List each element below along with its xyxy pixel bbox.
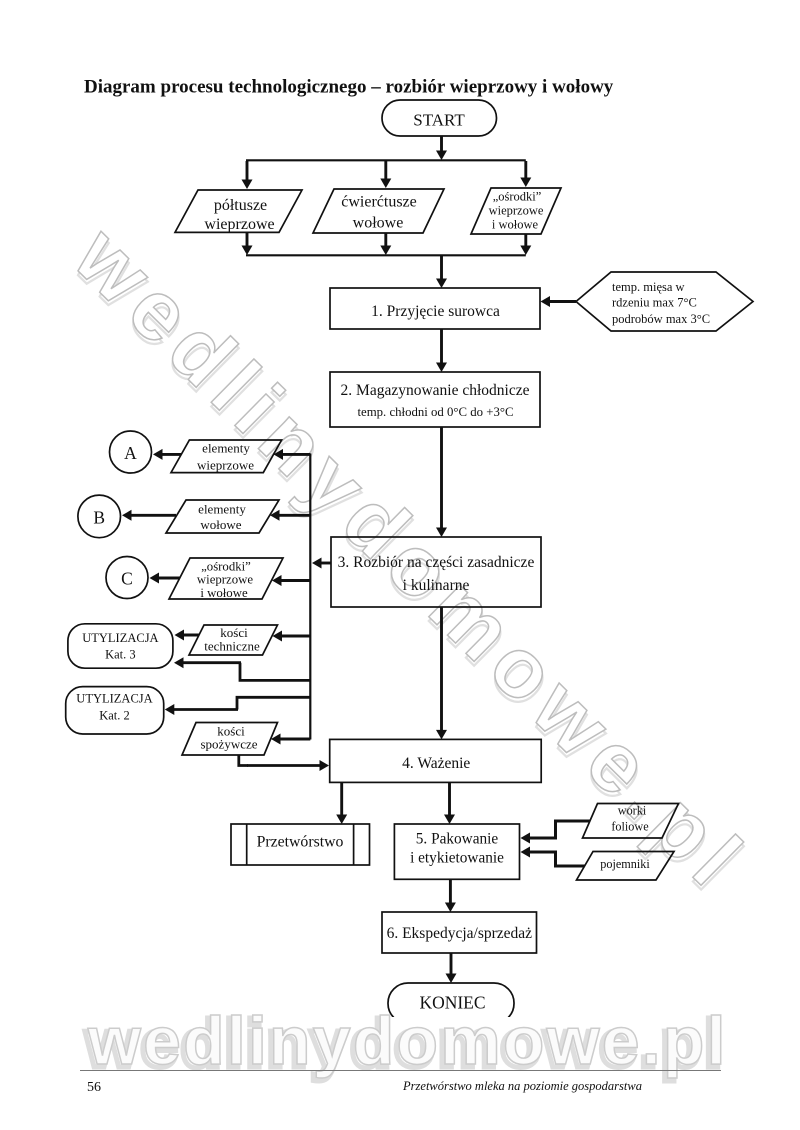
svg-text:kości: kości: [217, 724, 245, 739]
svg-text:B: B: [93, 507, 105, 527]
svg-text:podrobów max 3°C: podrobów max 3°C: [612, 312, 710, 326]
svg-text:C: C: [121, 569, 133, 589]
svg-text:wołowe: wołowe: [353, 214, 404, 231]
svg-text:4. Ważenie: 4. Ważenie: [402, 755, 470, 772]
svg-text:wedlinydomowe.pl: wedlinydomowe.pl: [87, 1003, 728, 1079]
svg-text:KONIEC: KONIEC: [419, 993, 485, 1013]
svg-text:pojemniki: pojemniki: [600, 857, 650, 871]
svg-text:półtusze: półtusze: [214, 197, 267, 214]
svg-text:5. Pakowanie: 5. Pakowanie: [416, 831, 499, 848]
svg-text:elementy: elementy: [198, 501, 246, 516]
svg-text:56: 56: [87, 1080, 101, 1095]
svg-text:worki: worki: [618, 804, 647, 818]
svg-text:wieprzowe: wieprzowe: [197, 457, 254, 472]
svg-text:6. Ekspedycja/sprzedaż: 6. Ekspedycja/sprzedaż: [387, 925, 533, 942]
svg-text:START: START: [413, 110, 465, 129]
svg-text:temp. mięsa w: temp. mięsa w: [612, 280, 685, 294]
svg-text:foliowe: foliowe: [611, 820, 648, 834]
svg-text:spożywcze: spożywcze: [200, 737, 257, 752]
svg-text:UTYLIZACJA: UTYLIZACJA: [76, 692, 152, 706]
svg-text:Kat. 3: Kat. 3: [105, 647, 136, 661]
svg-text:ćwierćtusze: ćwierćtusze: [341, 194, 417, 211]
svg-text:temp. chłodni od 0°C do +3°C: temp. chłodni od 0°C do +3°C: [357, 405, 513, 419]
svg-text:UTYLIZACJA: UTYLIZACJA: [82, 631, 158, 645]
svg-text:wieprzowe: wieprzowe: [204, 216, 274, 233]
svg-text:wołowe: wołowe: [200, 517, 241, 532]
svg-text:1. Przyjęcie surowca: 1. Przyjęcie surowca: [371, 303, 500, 320]
svg-text:Kat. 2: Kat. 2: [99, 709, 130, 723]
svg-text:i wołowe: i wołowe: [492, 217, 539, 231]
svg-text:„ośrodki”: „ośrodki”: [493, 189, 542, 203]
svg-text:wieprzowe: wieprzowe: [489, 203, 544, 217]
svg-text:i kulinarne: i kulinarne: [403, 577, 470, 594]
svg-text:wieprzowe: wieprzowe: [197, 573, 253, 587]
svg-text:kości: kości: [220, 625, 248, 640]
svg-text:2. Magazynowanie chłodnicze: 2. Magazynowanie chłodnicze: [341, 382, 530, 399]
svg-text:techniczne: techniczne: [204, 638, 260, 653]
svg-text:„ośrodki”: „ośrodki”: [201, 560, 251, 574]
svg-text:Przetwórstwo mleka na poziomie: Przetwórstwo mleka na poziomie gospodars…: [402, 1079, 642, 1093]
svg-text:elementy: elementy: [202, 441, 250, 456]
svg-text:i wołowe: i wołowe: [200, 586, 248, 600]
svg-text:A: A: [124, 443, 137, 463]
svg-text:Przetwórstwo: Przetwórstwo: [257, 834, 344, 851]
svg-text:Diagram procesu technologiczne: Diagram procesu technologicznego – rozbi…: [84, 77, 614, 98]
svg-text:i etykietowanie: i etykietowanie: [410, 850, 504, 867]
svg-text:3. Rozbiór na części zasadnicz: 3. Rozbiór na części zasadnicze: [338, 554, 535, 571]
svg-text:rdzeniu max 7°C: rdzeniu max 7°C: [612, 296, 697, 310]
